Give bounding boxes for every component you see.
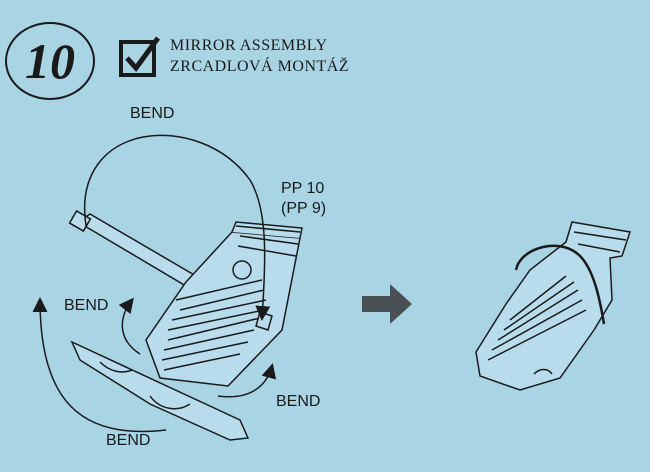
mirror-part-assembled	[475, 221, 631, 391]
bend-arrow-right	[217, 363, 277, 398]
step-title-english: MIRROR ASSEMBLY	[170, 37, 328, 54]
bend-arrow-left	[118, 297, 141, 355]
bend-arrow-bottom	[32, 297, 167, 433]
step-title-czech: ZRCADLOVÁ MONTÁŽ	[170, 58, 350, 75]
step-number-badge: 10	[5, 22, 95, 100]
bend-label-top: BEND	[130, 105, 175, 122]
mirror-part-flat	[68, 209, 303, 441]
part-code-alt-label: (PP 9)	[281, 200, 327, 217]
part-code-label: PP 10	[281, 180, 325, 197]
bend-label-bottom: BEND	[106, 432, 151, 449]
bend-label-left: BEND	[64, 297, 109, 314]
bend-label-right: BEND	[276, 393, 321, 410]
checked-box-icon	[119, 36, 160, 77]
right-arrow-icon	[362, 284, 412, 324]
bend-arrow-top	[83, 134, 271, 321]
